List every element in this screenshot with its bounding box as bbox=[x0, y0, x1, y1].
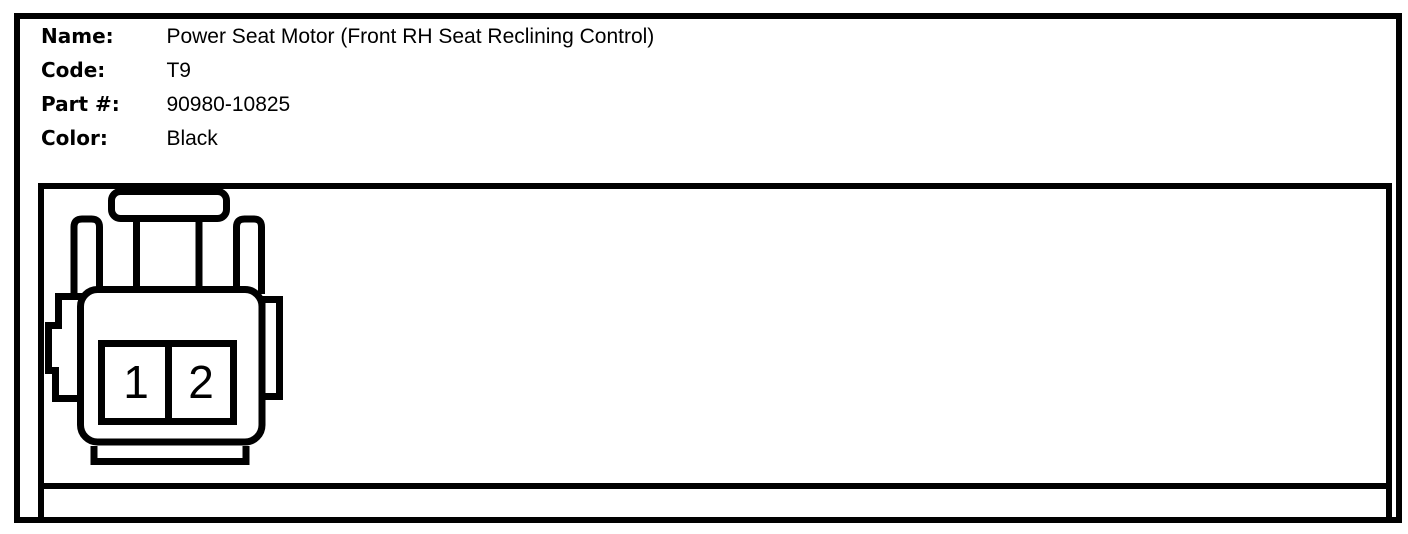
field-row-color: Color: Black bbox=[41, 126, 654, 150]
pin-table-box bbox=[38, 483, 1392, 523]
part-number-label: Part #: bbox=[41, 92, 120, 116]
color-value: Black bbox=[166, 127, 218, 150]
color-label: Color: bbox=[41, 126, 108, 150]
name-value: Power Seat Motor (Front RH Seat Reclinin… bbox=[166, 25, 655, 48]
field-row-code: Code: T9 bbox=[41, 58, 654, 82]
connector-header: Name: Power Seat Motor (Front RH Seat Re… bbox=[41, 25, 654, 161]
field-row-name: Name: Power Seat Motor (Front RH Seat Re… bbox=[41, 24, 655, 48]
field-row-part-number: Part #: 90980-10825 bbox=[41, 92, 654, 116]
code-value: T9 bbox=[166, 59, 191, 82]
code-label: Code: bbox=[41, 58, 106, 82]
name-label: Name: bbox=[41, 24, 114, 48]
part-number-value: 90980-10825 bbox=[166, 93, 291, 116]
connector-diagram-box bbox=[38, 183, 1392, 489]
